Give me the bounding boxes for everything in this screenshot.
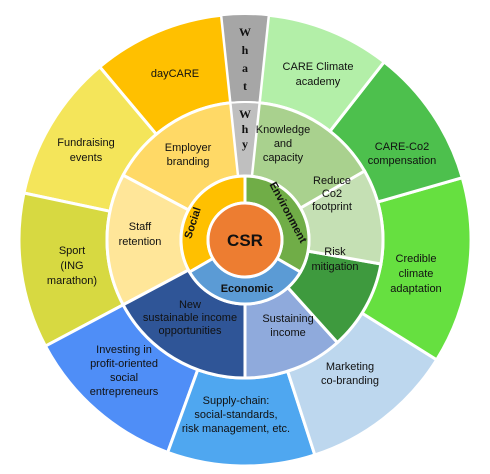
whyLetters-letter: y [242,137,248,151]
csr-label: CSR [227,231,263,250]
whatLetters-letter: t [243,79,247,93]
whatLetters-letter: W [239,25,251,39]
whyLetters-letter: W [239,107,251,121]
whyLetters-letter: h [242,122,249,136]
pillar-economic-label: Economic [221,283,274,295]
outer-label-daycare: dayCARE [151,68,199,80]
whatLetters-letter: h [242,43,249,57]
outer-label-supply-chain: Supply-chain:social-standards,risk manag… [182,395,290,435]
whatLetters-letter: a [242,61,248,75]
csr-core [206,201,284,279]
why-label: Why [239,107,251,151]
